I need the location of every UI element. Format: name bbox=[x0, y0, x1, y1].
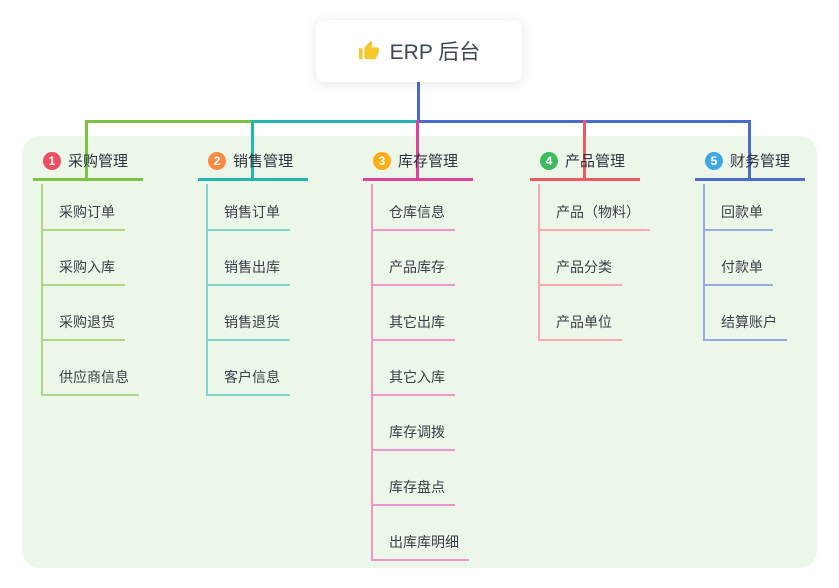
branch-product: 4 产品管理 产品（物料） 产品分类 产品单位 bbox=[530, 150, 650, 341]
badge-5: 5 bbox=[705, 151, 723, 170]
root-title: ERP 后台 bbox=[389, 41, 481, 64]
node-purchase-return[interactable]: 采购退货 bbox=[43, 312, 125, 341]
node-supplier-info[interactable]: 供应商信息 bbox=[43, 367, 139, 396]
branch-header-finance[interactable]: 5 财务管理 bbox=[695, 150, 805, 181]
branch-inventory: 3 库存管理 仓库信息 产品库存 其它出库 其它入库 库存调拨 库存盘点 出库库… bbox=[363, 150, 473, 561]
branch-children: 销售订单 销售出库 销售退货 客户信息 bbox=[206, 184, 308, 396]
list-item: 其它入库 bbox=[373, 341, 473, 396]
node-warehouse-info[interactable]: 仓库信息 bbox=[373, 202, 455, 231]
node-settlement-account[interactable]: 结算账户 bbox=[705, 312, 787, 341]
branch-header-purchase[interactable]: 1 采购管理 bbox=[33, 150, 143, 181]
list-item: 产品库存 bbox=[373, 231, 473, 286]
branch-drop-1 bbox=[85, 120, 88, 181]
branch-drop-4 bbox=[583, 120, 586, 181]
branch-children: 仓库信息 产品库存 其它出库 其它入库 库存调拨 库存盘点 出库库明细 bbox=[371, 184, 473, 561]
branch-purchase: 1 采购管理 采购订单 采购入库 采购退货 供应商信息 bbox=[33, 150, 143, 396]
list-item: 产品（物料） bbox=[540, 184, 650, 231]
branch-bus-teal bbox=[253, 120, 418, 123]
node-purchase-order[interactable]: 采购订单 bbox=[43, 202, 125, 231]
root-connector bbox=[417, 81, 420, 120]
branch-sales: 2 销售管理 销售订单 销售出库 销售退货 客户信息 bbox=[198, 150, 308, 396]
branch-header-product[interactable]: 4 产品管理 bbox=[530, 150, 640, 181]
branch-drop-2 bbox=[251, 120, 254, 181]
node-other-inbound[interactable]: 其它入库 bbox=[373, 367, 455, 396]
badge-2: 2 bbox=[208, 151, 226, 170]
node-customer-info[interactable]: 客户信息 bbox=[208, 367, 290, 396]
list-item: 销售退货 bbox=[208, 286, 308, 341]
node-product-stock[interactable]: 产品库存 bbox=[373, 257, 455, 286]
node-product-unit[interactable]: 产品单位 bbox=[540, 312, 622, 341]
list-item: 采购入库 bbox=[43, 231, 143, 286]
list-item: 产品单位 bbox=[540, 286, 650, 341]
list-item: 供应商信息 bbox=[43, 341, 143, 396]
node-sales-return[interactable]: 销售退货 bbox=[208, 312, 290, 341]
branch-finance: 5 财务管理 回款单 付款单 结算账户 bbox=[695, 150, 805, 341]
branch-children: 采购订单 采购入库 采购退货 供应商信息 bbox=[41, 184, 143, 396]
node-receipt-doc[interactable]: 回款单 bbox=[705, 202, 773, 231]
list-item: 销售出库 bbox=[208, 231, 308, 286]
node-payment-doc[interactable]: 付款单 bbox=[705, 257, 773, 286]
branch-children: 回款单 付款单 结算账户 bbox=[703, 184, 805, 341]
branch-children: 产品（物料） 产品分类 产品单位 bbox=[538, 184, 650, 341]
list-item: 库存盘点 bbox=[373, 451, 473, 506]
node-other-outbound[interactable]: 其它出库 bbox=[373, 312, 455, 341]
list-item: 付款单 bbox=[705, 231, 805, 286]
node-sales-order[interactable]: 销售订单 bbox=[208, 202, 290, 231]
branch-header-sales[interactable]: 2 销售管理 bbox=[198, 150, 308, 181]
branch-label: 采购管理 bbox=[68, 153, 129, 170]
list-item: 库存调拨 bbox=[373, 396, 473, 451]
list-item: 采购退货 bbox=[43, 286, 143, 341]
root-node[interactable]: ERP 后台 bbox=[316, 20, 522, 82]
branch-label: 销售管理 bbox=[233, 153, 294, 170]
badge-4: 4 bbox=[540, 151, 558, 170]
list-item: 产品分类 bbox=[540, 231, 650, 286]
branch-drop-5 bbox=[748, 120, 751, 181]
mindmap-canvas bbox=[22, 136, 817, 568]
branch-bus-green bbox=[85, 120, 253, 123]
list-item: 销售订单 bbox=[208, 184, 308, 231]
branch-label: 库存管理 bbox=[398, 153, 459, 170]
badge-3: 3 bbox=[373, 151, 391, 170]
node-product-material[interactable]: 产品（物料） bbox=[540, 202, 650, 231]
node-sales-outbound[interactable]: 销售出库 bbox=[208, 257, 290, 286]
list-item: 结算账户 bbox=[705, 286, 805, 341]
list-item: 出库库明细 bbox=[373, 506, 473, 561]
list-item: 仓库信息 bbox=[373, 184, 473, 231]
list-item: 采购订单 bbox=[43, 184, 143, 231]
node-stock-count[interactable]: 库存盘点 bbox=[373, 477, 455, 506]
node-stock-detail[interactable]: 出库库明细 bbox=[373, 532, 469, 561]
thumbs-up-icon bbox=[358, 40, 380, 62]
list-item: 回款单 bbox=[705, 184, 805, 231]
list-item: 客户信息 bbox=[208, 341, 308, 396]
branch-label: 财务管理 bbox=[730, 153, 791, 170]
list-item: 其它出库 bbox=[373, 286, 473, 341]
branch-header-inventory[interactable]: 3 库存管理 bbox=[363, 150, 473, 181]
node-purchase-inbound[interactable]: 采购入库 bbox=[43, 257, 125, 286]
node-stock-transfer[interactable]: 库存调拨 bbox=[373, 422, 455, 451]
branch-drop-3 bbox=[416, 120, 419, 181]
badge-1: 1 bbox=[43, 151, 61, 170]
node-product-category[interactable]: 产品分类 bbox=[540, 257, 622, 286]
branch-label: 产品管理 bbox=[565, 153, 626, 170]
